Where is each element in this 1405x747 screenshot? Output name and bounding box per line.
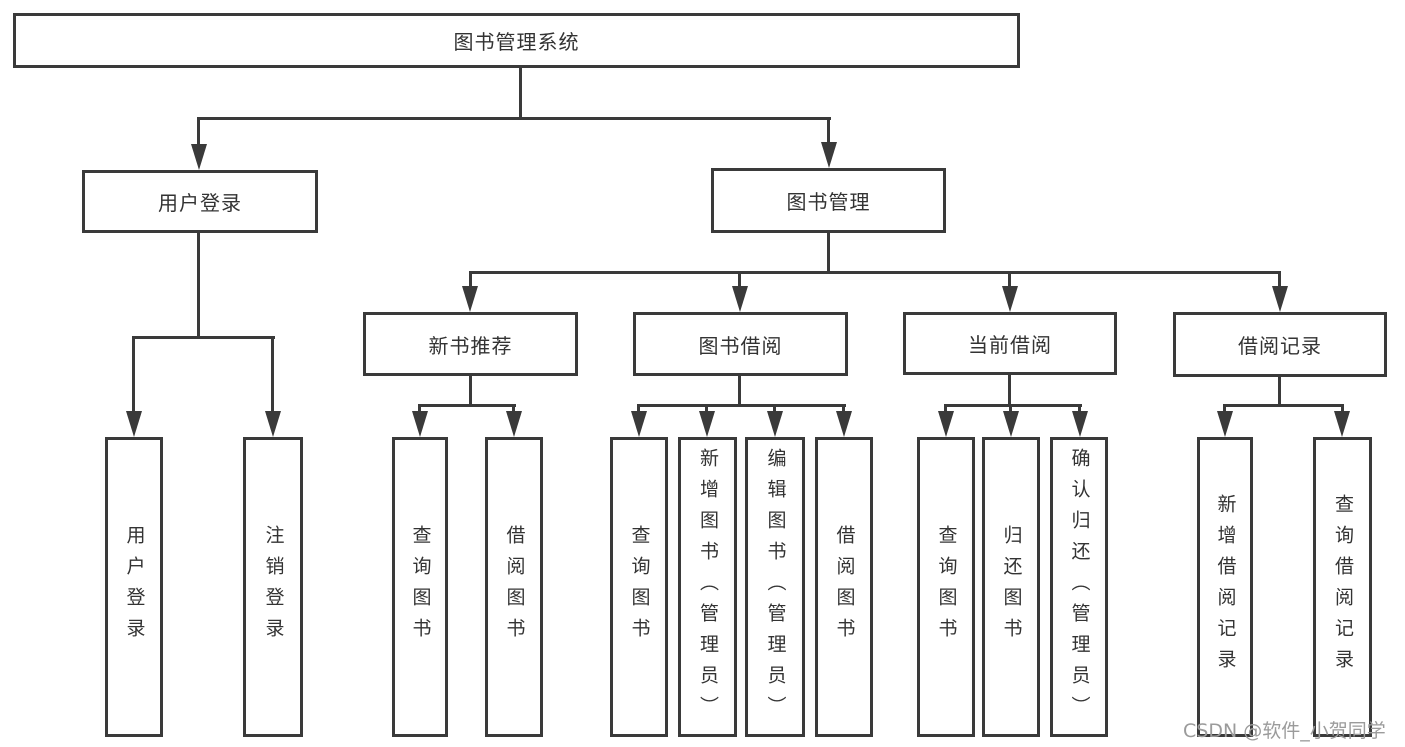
connector-line	[1078, 404, 1081, 415]
node-new-book-recommend: 新书推荐	[363, 312, 578, 376]
connector-line	[1223, 404, 1226, 415]
arrowhead-down-icon	[732, 286, 748, 312]
connector-line	[738, 271, 741, 290]
connector-line	[1008, 271, 1011, 290]
leaf-label: 归还图书	[1000, 525, 1023, 649]
leaf-label: 新增借阅记录	[1214, 494, 1237, 680]
connector-line	[637, 404, 640, 415]
leaf-label: 注销登录	[262, 525, 285, 649]
arrowhead-down-icon	[1217, 411, 1233, 437]
leaf-records-add-record: 新增借阅记录	[1197, 437, 1253, 737]
watermark: CSDN @软件_小贺同学	[1183, 720, 1386, 742]
connector-line	[944, 404, 1082, 407]
arrowhead-down-icon	[767, 411, 783, 437]
leaf-borrowing-add-books-admin: 新增图书（管理员）	[678, 437, 737, 737]
connector-line	[197, 233, 200, 339]
node-book-management: 图书管理	[711, 168, 946, 233]
connector-line	[469, 271, 1281, 274]
connector-line	[132, 336, 135, 415]
connector-line	[1278, 271, 1281, 290]
connector-line	[469, 376, 472, 407]
connector-line	[1278, 377, 1281, 407]
leaf-newbooks-query-books: 查询图书	[392, 437, 448, 737]
connector-line	[1009, 404, 1012, 415]
leaf-label: 查询图书	[935, 525, 958, 649]
arrowhead-down-icon	[1272, 286, 1288, 312]
connector-line	[469, 271, 472, 290]
connector-line	[418, 404, 516, 407]
leaf-current-confirm-return-admin: 确认归还（管理员）	[1050, 437, 1108, 737]
connector-line	[827, 233, 830, 274]
connector-line	[271, 336, 274, 415]
leaf-label: 查询图书	[409, 525, 432, 649]
leaf-label: 查询图书	[628, 525, 651, 649]
connector-line	[944, 404, 947, 415]
arrowhead-down-icon	[462, 286, 478, 312]
leaf-records-query-record: 查询借阅记录	[1313, 437, 1372, 737]
arrowhead-down-icon	[1002, 286, 1018, 312]
connector-line	[132, 336, 275, 339]
connector-line	[512, 404, 515, 415]
arrowhead-down-icon	[821, 142, 837, 168]
leaf-borrowing-edit-books-admin: 编辑图书（管理员）	[745, 437, 805, 737]
leaf-borrowing-borrow-books: 借阅图书	[815, 437, 873, 737]
leaf-label: 确认归还（管理员）	[1068, 447, 1091, 727]
connector-line	[842, 404, 845, 415]
arrowhead-down-icon	[506, 411, 522, 437]
leaf-label: 新增图书（管理员）	[697, 447, 719, 727]
arrowhead-down-icon	[1003, 411, 1019, 437]
node-borrow-records: 借阅记录	[1173, 312, 1387, 377]
arrowhead-down-icon	[126, 411, 142, 437]
arrowhead-down-icon	[1334, 411, 1350, 437]
connector-line	[197, 117, 200, 148]
connector-line	[197, 117, 831, 120]
connector-line	[705, 404, 708, 415]
leaf-logout: 注销登录	[243, 437, 303, 737]
connector-line	[519, 68, 522, 119]
connector-line	[418, 404, 421, 415]
leaf-label: 编辑图书（管理员）	[764, 447, 787, 727]
connector-line	[773, 404, 776, 415]
arrowhead-down-icon	[265, 411, 281, 437]
connector-line	[1341, 404, 1344, 415]
arrowhead-down-icon	[938, 411, 954, 437]
arrowhead-down-icon	[412, 411, 428, 437]
leaf-label: 查询借阅记录	[1332, 494, 1354, 680]
leaf-newbooks-borrow-books: 借阅图书	[485, 437, 543, 737]
root-node-library-system: 图书管理系统	[13, 13, 1020, 68]
leaf-current-query-books: 查询图书	[917, 437, 975, 737]
arrowhead-down-icon	[836, 411, 852, 437]
connector-line	[1223, 404, 1344, 407]
leaf-label: 借阅图书	[833, 525, 856, 649]
arrowhead-down-icon	[191, 144, 207, 170]
arrowhead-down-icon	[631, 411, 647, 437]
leaf-current-return-books: 归还图书	[982, 437, 1040, 737]
leaf-borrowing-query-books: 查询图书	[610, 437, 668, 737]
connector-line	[827, 117, 830, 146]
leaf-label: 借阅图书	[503, 525, 526, 649]
node-book-borrowing: 图书借阅	[633, 312, 848, 376]
node-current-borrowing: 当前借阅	[903, 312, 1117, 375]
node-user-login: 用户登录	[82, 170, 318, 233]
connector-line	[738, 376, 741, 407]
connector-line	[1008, 375, 1011, 407]
leaf-label: 用户登录	[123, 525, 146, 649]
leaf-user-login: 用户登录	[105, 437, 163, 737]
arrowhead-down-icon	[699, 411, 715, 437]
arrowhead-down-icon	[1072, 411, 1088, 437]
connector-line	[637, 404, 846, 407]
